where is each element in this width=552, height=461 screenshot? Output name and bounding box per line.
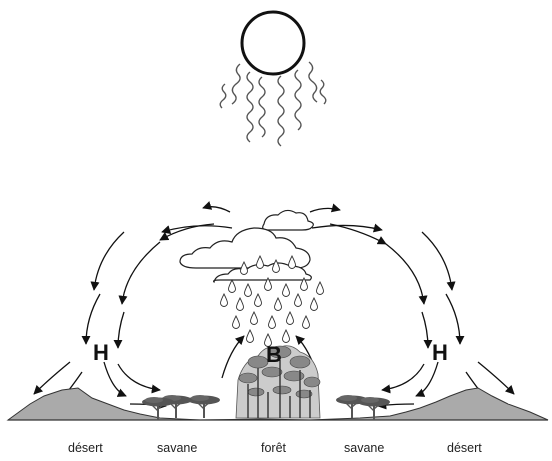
biome-label-savanna-right: savane xyxy=(344,441,384,455)
low-pressure-center-label: B xyxy=(266,342,282,368)
biome-label-savanna-left: savane xyxy=(157,441,197,455)
biome-label-desert-right: désert xyxy=(447,441,482,455)
biome-label-desert-left: désert xyxy=(68,441,103,455)
sun-icon xyxy=(220,12,326,146)
high-pressure-right-label: H xyxy=(432,340,448,366)
biome-label-forest: forêt xyxy=(261,441,286,455)
high-pressure-left-label: H xyxy=(93,340,109,366)
